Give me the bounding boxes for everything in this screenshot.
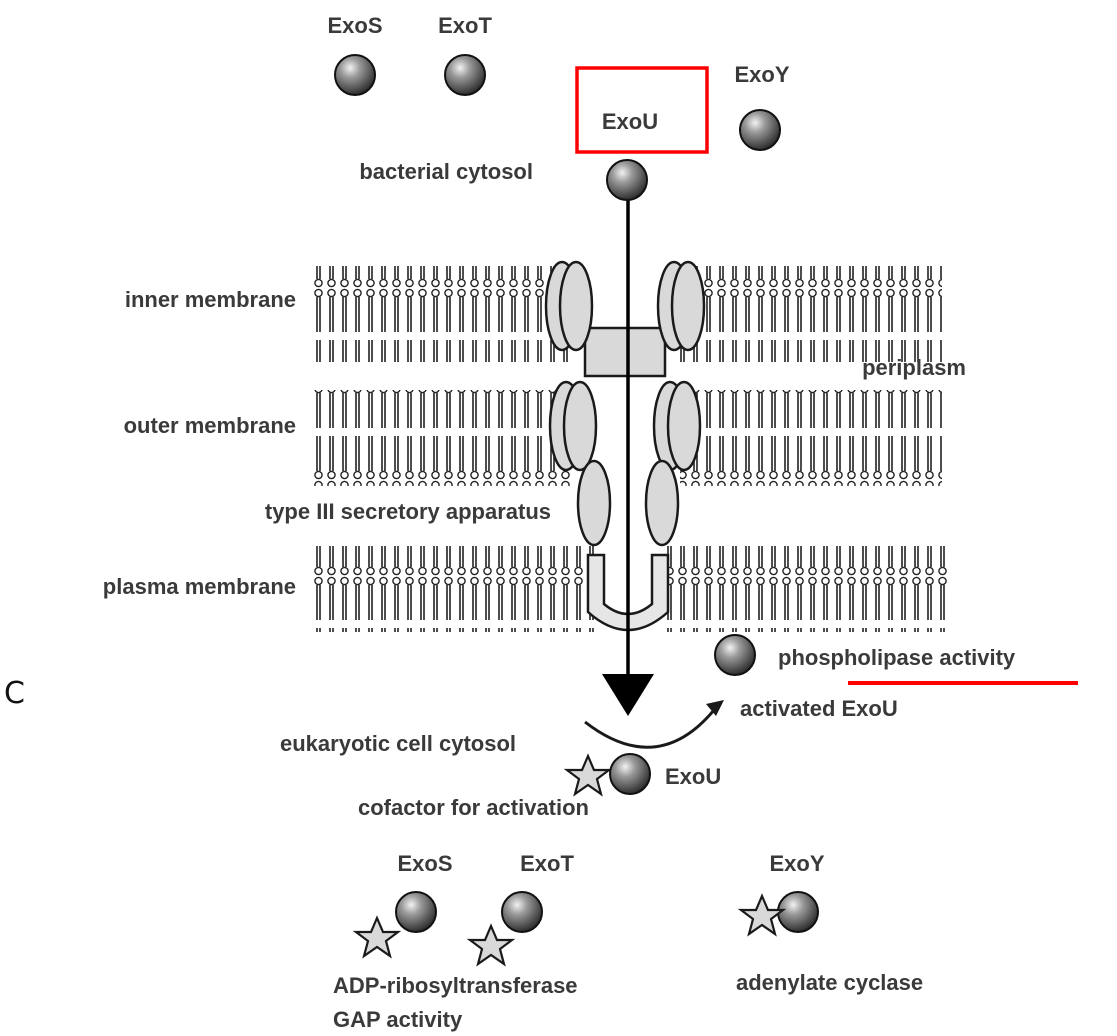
host-exoy-complex <box>741 892 818 934</box>
label-exos-host: ExoS <box>397 851 452 876</box>
exos-protein <box>335 55 375 95</box>
label-exoy-host: ExoY <box>769 851 824 876</box>
label-activated-exou: activated ExoU <box>740 696 898 721</box>
host-exos-complex <box>356 892 436 956</box>
exot-protein <box>445 55 485 95</box>
cofactor-star-icon <box>567 756 609 794</box>
star-icon <box>470 926 512 964</box>
label-exou-bacterial: ExoU <box>602 109 658 134</box>
label-adp-ribosyltransferase: ADP-ribosyltransferase <box>333 973 578 998</box>
activated-exou-protein <box>715 635 755 675</box>
label-plasma-membrane: plasma membrane <box>103 574 296 599</box>
label-exot-bacterial: ExoT <box>438 13 492 38</box>
exoy-protein <box>740 110 780 150</box>
exou-protein <box>607 160 647 200</box>
secretion-arrow <box>602 195 654 716</box>
star-icon <box>741 896 783 934</box>
label-exoy-bacterial: ExoY <box>734 62 789 87</box>
label-inner-membrane: inner membrane <box>125 287 296 312</box>
label-bacterial-cytosol: bacterial cytosol <box>359 159 533 184</box>
label-periplasm: periplasm <box>862 355 966 380</box>
label-exou-host: ExoU <box>665 764 721 789</box>
label-adenylate-cyclase: adenylate cyclase <box>736 970 923 995</box>
panel-letter: C <box>4 676 25 711</box>
label-exos-bacterial: ExoS <box>327 13 382 38</box>
activation-arrow <box>585 700 724 747</box>
label-gap-activity: GAP activity <box>333 1007 463 1032</box>
label-cofactor: cofactor for activation <box>358 795 589 820</box>
label-exot-host: ExoT <box>520 851 574 876</box>
label-phospholipase-activity: phospholipase activity <box>778 645 1016 670</box>
label-outer-membrane: outer membrane <box>124 413 296 438</box>
label-type-iii-apparatus: type III secretory apparatus <box>265 499 551 524</box>
label-eukaryotic-cytosol: eukaryotic cell cytosol <box>280 731 516 756</box>
star-icon <box>356 918 398 956</box>
host-exot-complex <box>470 892 542 964</box>
cofactor-exou-complex <box>567 754 650 794</box>
